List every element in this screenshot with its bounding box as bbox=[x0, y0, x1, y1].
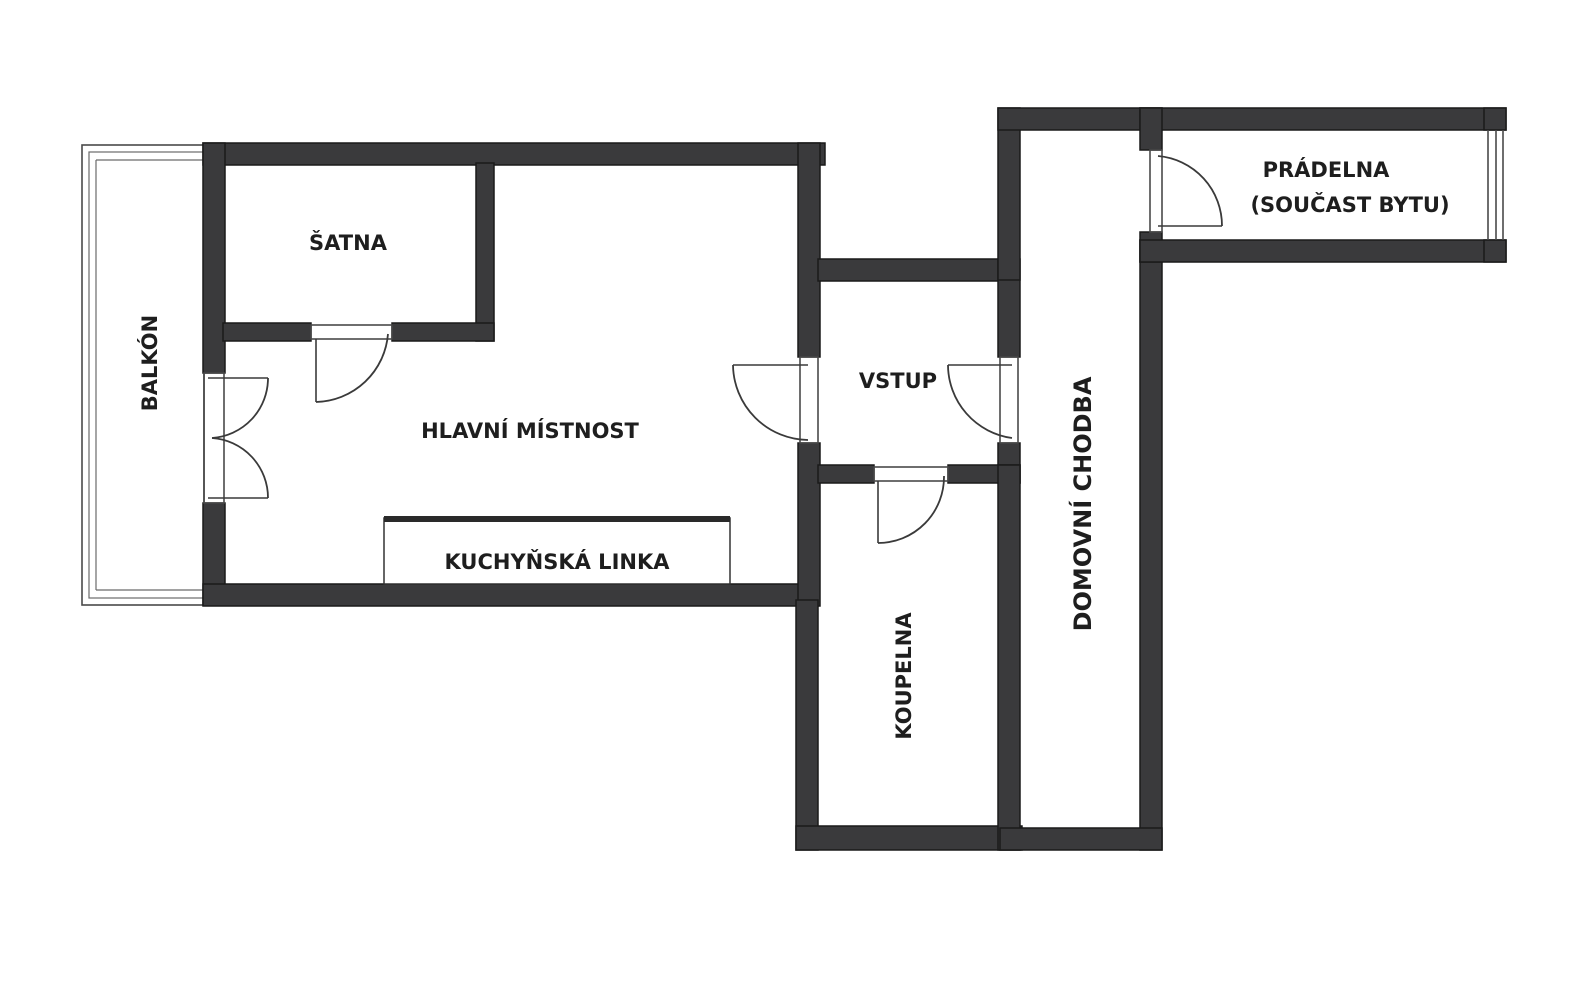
entrance-door bbox=[947, 356, 1019, 444]
label-kuchynska-linka: KUCHYŇSKÁ LINKA bbox=[445, 549, 671, 574]
satna-door bbox=[310, 324, 393, 403]
pradelna-door bbox=[1149, 149, 1223, 233]
label-hlavni-mistnost: HLAVNÍ MÍSTNOST bbox=[421, 418, 639, 443]
label-satna: ŠATNA bbox=[309, 230, 388, 255]
pradelna-window bbox=[1487, 130, 1504, 240]
label-domovni-chodba: DOMOVNÍ CHODBA bbox=[1068, 376, 1097, 631]
label-pradelna-note: (SOUČAST BYTU) bbox=[1250, 192, 1449, 217]
walls bbox=[202, 107, 1507, 851]
label-pradelna: PRÁDELNA bbox=[1263, 157, 1391, 182]
label-koupelna: KOUPELNA bbox=[892, 612, 916, 740]
label-vstup: VSTUP bbox=[859, 369, 937, 393]
bathroom-door bbox=[873, 466, 949, 544]
label-balkon: BALKÓN bbox=[137, 315, 162, 411]
balcony-door bbox=[203, 372, 269, 504]
main-door bbox=[732, 356, 819, 444]
kitchen-counter bbox=[383, 516, 731, 585]
